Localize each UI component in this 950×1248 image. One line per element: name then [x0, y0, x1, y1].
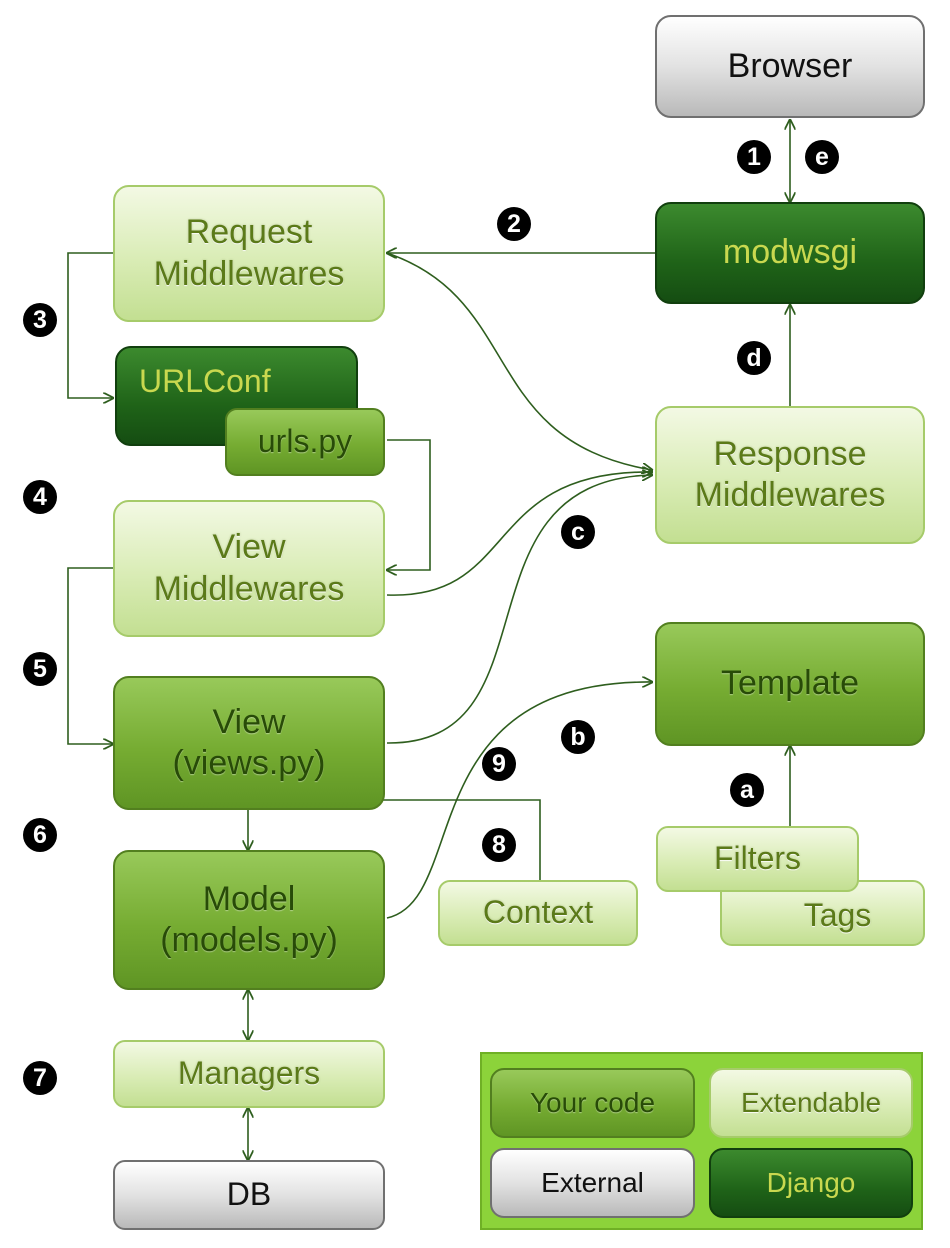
legend-extendable-label: Extendable	[740, 1086, 882, 1118]
managers-box: Managers	[113, 1040, 385, 1108]
view-line1: View	[212, 702, 286, 741]
step-1-badge: 1	[737, 140, 771, 174]
view-mw-to-view-connector	[67, 567, 113, 744]
legend-django: Django	[709, 1148, 913, 1218]
step-4-badge: 4	[23, 480, 57, 514]
legend-panel: Your code Extendable External Django	[480, 1052, 923, 1230]
template-label: Template	[721, 664, 859, 703]
view-box: View (views.py)	[113, 676, 385, 810]
step-5-badge: 5	[23, 652, 57, 686]
context-label: Context	[482, 894, 594, 931]
view-mw-to-response-connector	[386, 472, 652, 596]
context-to-view-connector	[370, 800, 541, 880]
step-3-badge: 3	[23, 303, 57, 337]
step-b-badge: b	[561, 720, 595, 754]
view-line2: (views.py)	[172, 744, 326, 782]
request-to-response-connector	[386, 252, 652, 470]
step-2-badge: 2	[497, 207, 531, 241]
view-middlewares-box: View Middlewares	[113, 500, 385, 637]
view-to-response-connector	[386, 475, 652, 744]
model-line2: (models.py)	[160, 921, 338, 959]
modwsgi-label: modwsgi	[722, 233, 858, 272]
tags-label: Tags	[803, 897, 872, 934]
model-to-template-connector	[386, 682, 652, 919]
request-mw-line1: Request	[185, 213, 313, 252]
request-to-urlconf-connector	[67, 252, 113, 398]
step-c-badge: c	[561, 515, 595, 549]
step-6-badge: 6	[23, 818, 57, 852]
modwsgi-box: modwsgi	[655, 202, 925, 304]
model-box: Model (models.py)	[113, 850, 385, 990]
urls-to-view-mw-connector	[387, 439, 431, 570]
context-box: Context	[438, 880, 638, 946]
filters-box: Filters	[656, 826, 859, 892]
filters-label: Filters	[713, 840, 802, 877]
urls-py-label: urls.py	[257, 423, 353, 460]
response-middlewares-box: Response Middlewares	[655, 406, 925, 544]
step-9-badge: 9	[482, 747, 516, 781]
response-mw-line1: Response	[713, 434, 867, 473]
browser-box: Browser	[655, 15, 925, 118]
request-mw-line2: Middlewares	[153, 254, 345, 293]
managers-label: Managers	[177, 1055, 321, 1092]
step-8-badge: 8	[482, 828, 516, 862]
legend-django-label: Django	[766, 1166, 856, 1198]
step-d-badge: d	[737, 341, 771, 375]
db-label: DB	[226, 1176, 272, 1213]
view-mw-line1: View	[212, 528, 286, 567]
urlconf-label: URLConf	[139, 363, 271, 399]
step-a-badge: a	[730, 773, 764, 807]
legend-your-code-label: Your code	[529, 1086, 656, 1118]
template-box: Template	[655, 622, 925, 746]
legend-external-label: External	[541, 1166, 644, 1198]
urls-py-box: urls.py	[225, 408, 385, 476]
browser-label: Browser	[727, 46, 853, 85]
legend-extendable: Extendable	[709, 1068, 913, 1138]
model-line1: Model	[202, 879, 296, 918]
response-mw-line2: Middlewares	[694, 476, 886, 514]
db-box: DB	[113, 1160, 385, 1230]
request-middlewares-box: Request Middlewares	[113, 185, 385, 322]
step-7-badge: 7	[23, 1061, 57, 1095]
view-mw-line2: Middlewares	[153, 569, 345, 608]
legend-your-code: Your code	[490, 1068, 695, 1138]
step-e-badge: e	[805, 140, 839, 174]
legend-external: External	[490, 1148, 695, 1218]
